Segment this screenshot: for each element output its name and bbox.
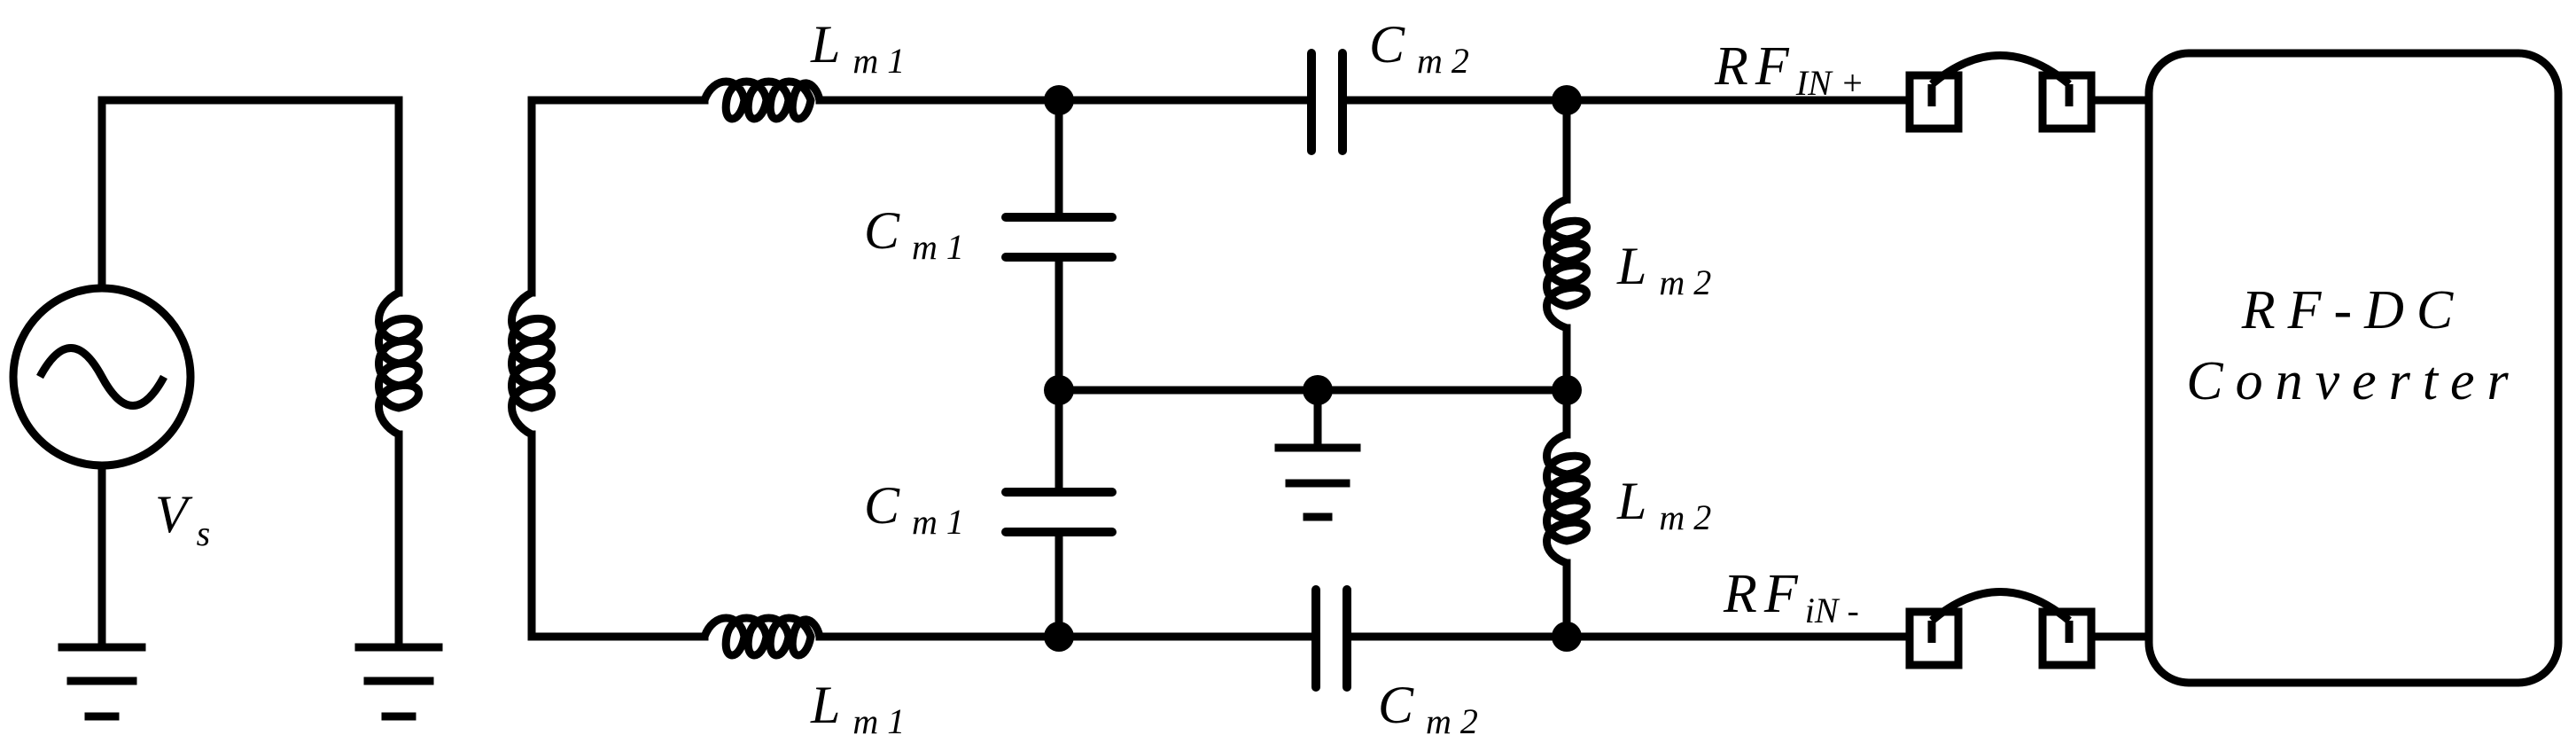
node-ground bbox=[1303, 375, 1333, 405]
label-cm2-top: Cm 2 bbox=[1369, 15, 1469, 81]
label-cm1-lower: Cm 1 bbox=[864, 476, 964, 542]
label-cm1-upper: Cm 1 bbox=[864, 201, 964, 267]
label-lm1-bottom: Lm 1 bbox=[810, 676, 905, 741]
secondary-top-wire bbox=[527, 96, 709, 297]
label-lm2-upper: Lm 2 bbox=[1616, 237, 1711, 302]
node-mid-left bbox=[1044, 375, 1074, 405]
node-top-right bbox=[1552, 85, 1582, 115]
capacitor-cm1-upper bbox=[1001, 213, 1117, 262]
node-mid-right bbox=[1552, 375, 1582, 405]
transformer-secondary-coil bbox=[508, 288, 556, 439]
source-top-wire bbox=[97, 96, 403, 297]
voltage-source bbox=[9, 284, 195, 470]
label-lm1-top: Lm 1 bbox=[810, 15, 905, 81]
converter-label-line2: Converter bbox=[2186, 351, 2520, 411]
node-bottom-left bbox=[1044, 622, 1074, 652]
rf-dc-converter-block bbox=[2144, 49, 2563, 687]
label-cm2-bottom: Cm 2 bbox=[1378, 676, 1478, 741]
node-bottom-right bbox=[1552, 622, 1582, 652]
inductor-lm2-upper bbox=[1543, 195, 1591, 332]
converter-label-line1: RF-DC bbox=[2241, 280, 2466, 340]
node-top-left bbox=[1044, 85, 1074, 115]
capacitor-cm1-lower bbox=[1001, 488, 1117, 536]
label-vs: Vs bbox=[155, 485, 210, 553]
inductor-lm1-bottom bbox=[700, 614, 824, 660]
transformer-primary-coil bbox=[375, 288, 423, 439]
label-lm2-lower: Lm 2 bbox=[1616, 472, 1711, 537]
rf-connector-bottom bbox=[1905, 588, 2153, 669]
inductor-lm1-top bbox=[700, 77, 824, 123]
inductor-lm2-lower bbox=[1543, 430, 1591, 567]
ground-source bbox=[58, 643, 146, 721]
capacitor-cm2-bottom bbox=[1311, 585, 1351, 692]
ground-mid bbox=[1274, 443, 1361, 521]
secondary-bottom-wire bbox=[527, 430, 709, 641]
label-rf-in-plus: RFIN + bbox=[1714, 36, 1864, 103]
capacitor-cm2-top bbox=[1307, 49, 1347, 155]
ground-primary bbox=[354, 643, 443, 721]
rf-connector-top bbox=[1905, 51, 2153, 133]
label-rf-in-minus: RFiN - bbox=[1723, 564, 1859, 630]
